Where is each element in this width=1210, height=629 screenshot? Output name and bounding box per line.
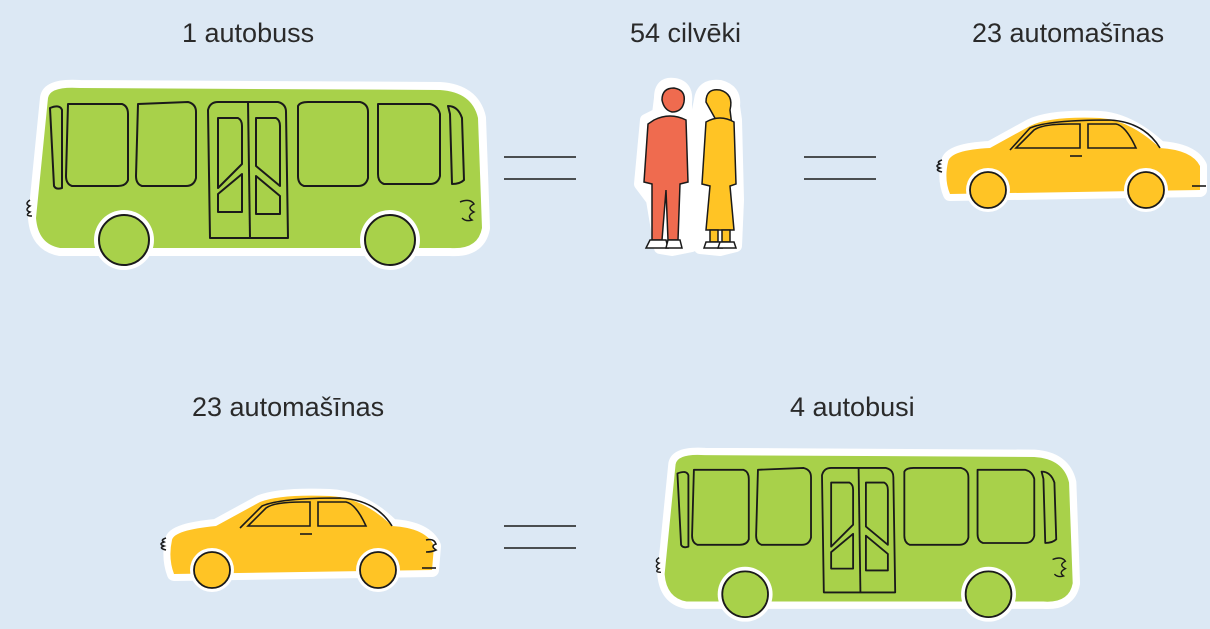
car-icon <box>930 110 1208 220</box>
label-23-cars-top: 23 automašīnas <box>972 18 1165 48</box>
equals-icon <box>500 522 580 552</box>
label-23-cars-bottom: 23 automašīnas <box>192 392 385 422</box>
bus-icon <box>20 78 490 278</box>
label-54-people: 54 cilvēki <box>630 18 742 48</box>
label-one-bus: 1 autobuss <box>182 18 315 48</box>
equals-icon <box>800 153 880 183</box>
bus-icon <box>630 446 1100 629</box>
equals-icon <box>500 153 580 183</box>
label-4-buses: 4 autobusi <box>790 392 915 422</box>
car-icon <box>150 488 441 600</box>
people-icon <box>630 77 750 260</box>
